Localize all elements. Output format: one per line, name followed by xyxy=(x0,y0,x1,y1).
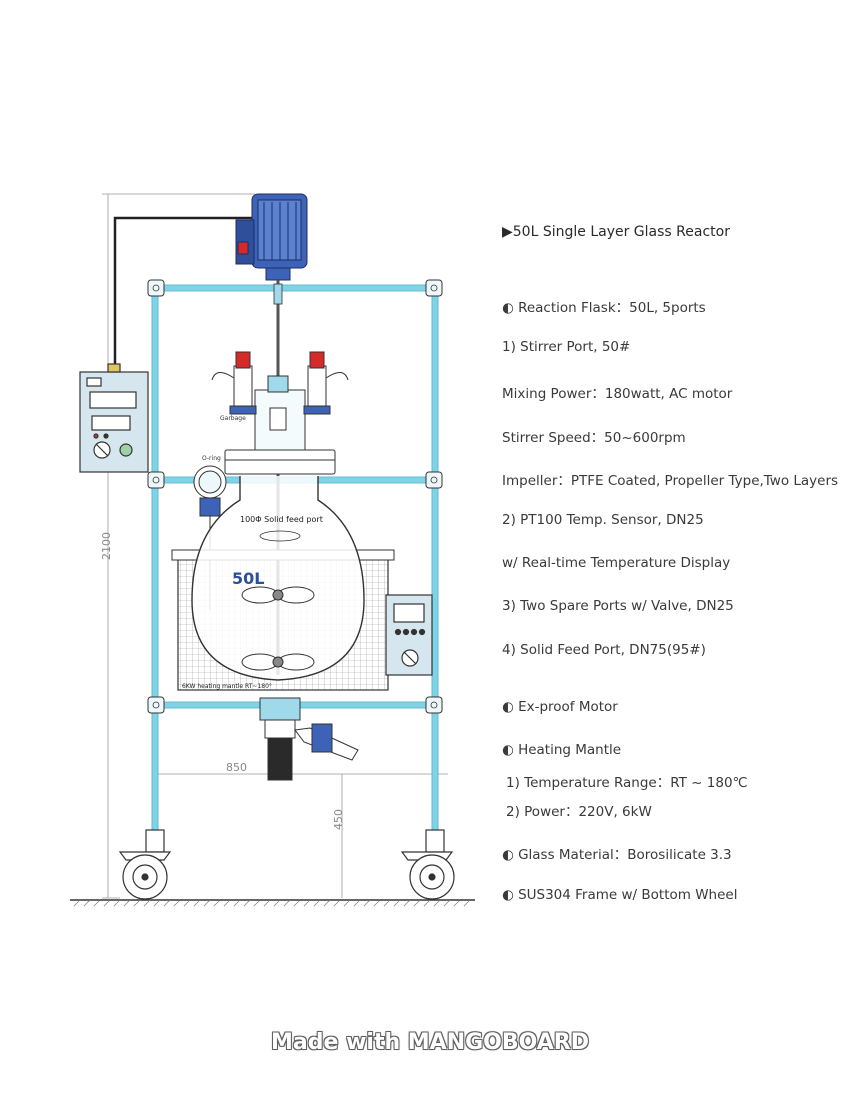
spec-power: 2) Power：220V, 6kW xyxy=(506,804,652,820)
spec-stirrer-speed: Stirrer Speed：50~600rpm xyxy=(502,430,686,446)
spec-glass: ◐ Glass Material：Borosilicate 3.3 xyxy=(502,847,732,863)
spec-frame: ◐ SUS304 Frame w/ Bottom Wheel xyxy=(502,887,738,903)
frame xyxy=(152,280,438,840)
solid-feed-label: 100Φ Solid feed port xyxy=(240,515,323,524)
watermark: Made with MANGOBOARD xyxy=(271,1030,589,1055)
spec-flask: ◐ Reaction Flask：50L, 5ports xyxy=(502,300,706,316)
spec-motor: ◐ Ex-proof Motor xyxy=(502,699,618,715)
caster-left xyxy=(118,829,172,900)
height-label: 2100 xyxy=(100,532,113,560)
spec-mantle: ◐ Heating Mantle xyxy=(502,742,622,758)
flask-lid xyxy=(224,389,336,475)
heating-mantle-label: 6KW heating mantle RT~180° xyxy=(182,683,272,690)
width-label: 850 xyxy=(226,761,247,774)
spec-temp-range: 1) Temperature Range：RT ~ 180℃ xyxy=(506,775,748,791)
wheel-height-label: 450 xyxy=(332,809,345,830)
motor-cable xyxy=(113,216,255,368)
center-port xyxy=(267,375,289,431)
motor xyxy=(235,193,308,281)
control-box xyxy=(79,363,149,473)
garbage-label: Garbage xyxy=(220,415,246,422)
spare-port-valve-left xyxy=(211,351,257,415)
spare-port-valve-right xyxy=(303,351,349,415)
volume-label: 50L xyxy=(232,569,264,588)
spec-spare-ports: 3) Two Spare Ports w/ Valve, DN25 xyxy=(502,598,734,614)
spec-mixing-power: Mixing Power：180watt, AC motor xyxy=(502,386,733,402)
glass-flask xyxy=(191,476,365,681)
caster-right xyxy=(400,829,455,900)
impeller-lower xyxy=(241,653,315,671)
ground-hatch xyxy=(73,899,471,907)
impeller-upper xyxy=(241,586,315,604)
spec-title: ▶50L Single Layer Glass Reactor xyxy=(502,224,730,240)
spec-impeller: Impeller：PTFE Coated, Propeller Type,Two… xyxy=(502,473,839,489)
spec-temp-display: w/ Real-time Temperature Display xyxy=(502,555,731,571)
bottom-discharge-valve xyxy=(259,697,359,781)
oring-label: O-ring xyxy=(202,455,221,462)
mantle-controller xyxy=(385,594,433,676)
temperature-sensor xyxy=(193,465,227,610)
frame-clamps xyxy=(147,279,443,714)
spec-stirrer-port: 1) Stirrer Port, 50# xyxy=(502,339,631,355)
spec-solid-feed: 4) Solid Feed Port, DN75(95#) xyxy=(502,642,706,658)
height-dimension xyxy=(102,193,255,899)
spec-temp-sensor: 2) PT100 Temp. Sensor, DN25 xyxy=(502,512,704,528)
reactor-diagram: 2100 850 450 xyxy=(70,193,475,907)
